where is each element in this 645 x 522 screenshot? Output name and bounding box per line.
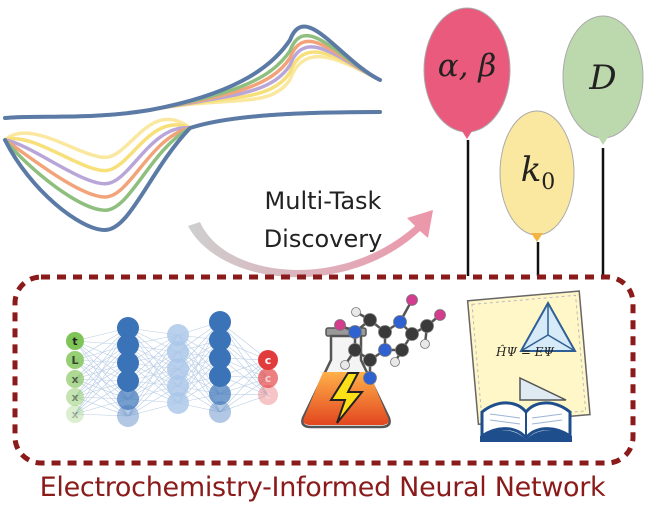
balloon-label-subscript: 0	[541, 169, 556, 195]
input-node-label: L	[71, 354, 78, 367]
balloon-label-k0: k0	[508, 150, 568, 195]
input-node-label: x	[71, 408, 78, 421]
balloon-d	[562, 15, 644, 145]
network-edge	[127, 334, 179, 382]
molecule-icon	[334, 294, 446, 385]
network-edge	[74, 340, 129, 400]
network-edge	[74, 327, 129, 380]
textbook-icon	[466, 290, 591, 442]
network-edge	[127, 344, 179, 404]
light-node	[167, 392, 189, 414]
input-node	[66, 332, 84, 350]
balloon-label-d: D	[589, 58, 617, 98]
light-node	[167, 358, 189, 380]
output-node	[258, 350, 278, 370]
molecule-atom	[351, 307, 361, 317]
light-node	[167, 324, 189, 346]
output-node	[258, 385, 278, 405]
input-node-label: x	[71, 391, 78, 404]
dark-node	[117, 317, 139, 339]
molecule-atom	[348, 325, 362, 339]
molecule-atom	[393, 315, 407, 329]
molecule-atom	[420, 339, 430, 349]
dark-node	[117, 370, 139, 392]
molecule-atom	[363, 313, 377, 327]
balloon-k0	[499, 110, 575, 242]
flask-icon	[301, 327, 391, 429]
dark-node	[117, 334, 139, 356]
dark-node	[117, 388, 139, 410]
network-edge	[74, 340, 129, 382]
dark-node	[209, 311, 231, 333]
input-node	[66, 388, 84, 406]
dark-node	[209, 347, 231, 369]
output-node-label: c	[265, 372, 272, 385]
dark-node	[117, 405, 139, 427]
curved-arrow-icon	[188, 210, 433, 278]
network-edge	[74, 359, 129, 417]
molecule-atom	[348, 343, 362, 357]
multi-task-discovery-label: Multi-Task Discovery	[238, 182, 408, 258]
input-node-label: t	[72, 335, 77, 348]
network-edge	[219, 359, 269, 413]
dark-node	[209, 401, 231, 423]
light-node	[167, 341, 189, 363]
cyclic-voltammogram-curves	[3, 24, 382, 233]
network-edge	[74, 362, 129, 415]
cv-curve	[3, 39, 382, 199]
output-node	[258, 368, 278, 388]
einn-frame	[12, 274, 636, 466]
molecule-atom	[420, 319, 434, 333]
cv-curve	[3, 24, 382, 233]
molecule-atom	[390, 357, 400, 367]
input-node-label: x	[71, 373, 78, 386]
balloon-label-k: k	[520, 150, 542, 190]
balloon-alpha-beta	[423, 7, 511, 139]
network-edge	[127, 368, 179, 417]
dark-node	[209, 365, 231, 387]
molecule-atom	[363, 353, 377, 367]
multi-task-line: Multi-Task	[264, 187, 382, 215]
balloon-strings	[466, 140, 605, 276]
dark-node	[117, 352, 139, 374]
molecule-atom	[363, 371, 377, 385]
molecule-atom	[378, 343, 392, 357]
figure-caption: Electrochemistry-Informed Neural Network	[39, 472, 606, 503]
light-node	[167, 375, 189, 397]
molecule-atom	[395, 343, 409, 357]
molecule-atom	[340, 360, 350, 370]
schrodinger-equation: ĤΨ = EΨ	[496, 345, 554, 359]
output-node-label: c	[265, 389, 272, 402]
output-node-label: c	[265, 354, 272, 367]
network-edge	[219, 339, 269, 396]
input-node	[66, 405, 84, 423]
balloon-label-alpha-beta: α, β	[437, 48, 497, 84]
molecule-atom	[434, 309, 446, 321]
dark-node	[209, 383, 231, 405]
molecule-atom	[334, 319, 346, 331]
network-edge	[219, 394, 269, 413]
dark-node	[209, 329, 231, 351]
molecule-atom	[405, 327, 419, 341]
cv-curve	[3, 54, 382, 160]
network-edge	[74, 413, 129, 417]
molecule-atom	[406, 294, 418, 306]
input-node	[66, 351, 84, 369]
molecule-atom	[378, 325, 392, 339]
input-node	[66, 370, 84, 388]
discovery-line: Discovery	[263, 225, 383, 253]
